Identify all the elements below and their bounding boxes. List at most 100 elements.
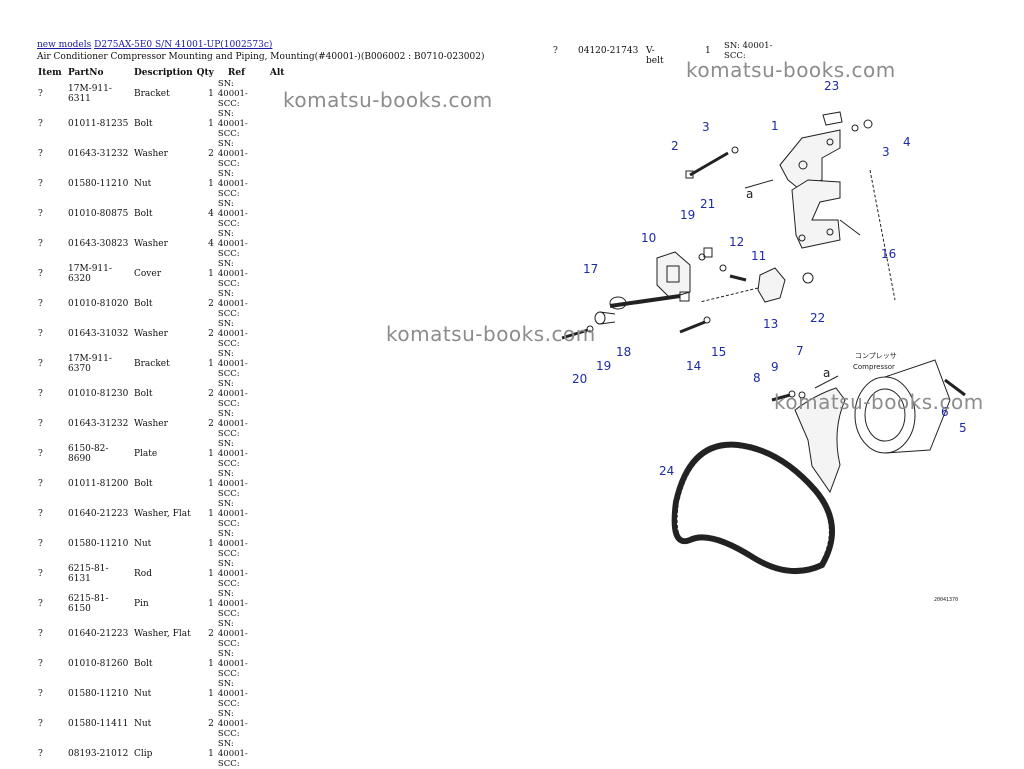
cell-alt (268, 559, 292, 589)
watermark-2: komatsu-books.com (686, 58, 896, 82)
compressor-label-en: Compressor (853, 363, 895, 371)
extra-partno: 04120-21743 (578, 46, 639, 56)
header-ref: Ref (227, 67, 245, 78)
cell-description: Washer, Flat (134, 629, 191, 639)
cell-qty: 1 (208, 449, 214, 459)
callout-3b: 3 (882, 145, 890, 159)
callout-18: 18 (616, 345, 631, 359)
watermark-3: komatsu-books.com (386, 322, 596, 346)
callout-11: 11 (751, 249, 766, 263)
callout-21: 21 (700, 197, 715, 211)
cell-description: Bolt (134, 119, 153, 129)
cell-partno: 01640-21223 (68, 629, 129, 639)
breadcrumb-link-model[interactable]: D275AX-5E0 S/N 41001-UP(1002573c) (94, 40, 273, 50)
callout-4: 4 (903, 135, 911, 149)
cell-partno: 01580-11210 (68, 539, 129, 549)
cell-ref: SN: 40001-SCC: (217, 229, 248, 259)
cell-qty: 1 (208, 119, 214, 129)
cell-item: ? (38, 659, 43, 669)
cell-description: Bolt (134, 479, 153, 489)
cell-item: ? (38, 449, 43, 459)
cell-item: ? (38, 389, 43, 399)
callout-7: 7 (796, 344, 804, 358)
cell-description: Nut (134, 539, 152, 549)
cell-ref: SN: 40001-SCC: (217, 499, 248, 529)
cell-alt (268, 229, 292, 259)
cell-description: Plate (134, 449, 158, 459)
cell-ref: SN: 40001-SCC: (217, 739, 248, 769)
cell-description: Washer (134, 329, 168, 339)
cell-partno: 01643-31032 (68, 329, 129, 339)
cell-description: Pin (134, 599, 149, 609)
cell-description: Nut (134, 689, 152, 699)
cell-item: ? (38, 419, 43, 429)
cell-item: ? (38, 119, 43, 129)
cell-description: Bolt (134, 209, 153, 219)
cell-alt (268, 739, 292, 769)
cell-qty: 1 (208, 509, 214, 519)
cell-ref: SN: 40001-SCC: (217, 589, 248, 619)
breadcrumb-link-new-models[interactable]: new models (37, 40, 92, 50)
cell-qty: 1 (208, 359, 214, 369)
cell-alt (268, 199, 292, 229)
cell-partno: 01010-81260 (68, 659, 129, 669)
cell-description: Bolt (134, 659, 153, 669)
table-header-row: Item PartNo Description Qty Ref Alt (36, 66, 292, 79)
cell-description: Washer, Flat (134, 509, 191, 519)
cell-partno: 17M-911-6370 (68, 354, 112, 374)
cell-ref: SN: 40001-SCC: (217, 469, 248, 499)
cell-qty: 1 (208, 539, 214, 549)
cell-alt (268, 409, 292, 439)
callout-12: 12 (729, 235, 744, 249)
cell-ref: SN: 40001-SCC: (217, 349, 248, 379)
cell-partno: 17M-911-6320 (68, 264, 112, 284)
cell-description: Clip (134, 749, 153, 759)
cell-alt (268, 439, 292, 469)
cell-description: Bolt (134, 299, 153, 309)
cell-item: ? (38, 719, 43, 729)
cell-item: ? (38, 749, 43, 759)
cell-alt (268, 109, 292, 139)
cell-item: ? (38, 269, 43, 279)
cell-item: ? (38, 539, 43, 549)
cell-item: ? (38, 479, 43, 489)
cell-qty: 4 (208, 239, 214, 249)
cell-alt (268, 259, 292, 289)
cell-description: Nut (134, 179, 152, 189)
cell-qty: 2 (208, 149, 214, 159)
cell-description: Washer (134, 149, 168, 159)
cell-alt (268, 469, 292, 499)
extra-description: V-belt (646, 46, 664, 66)
watermark-1: komatsu-books.com (283, 88, 493, 112)
cell-partno: 08193-21012 (68, 749, 129, 759)
cell-description: Washer (134, 419, 168, 429)
cell-item: ? (38, 239, 43, 249)
drawing-code: 20041370 (934, 597, 958, 603)
cell-description: Rod (134, 569, 152, 579)
cell-item: ? (38, 329, 43, 339)
cell-ref: SN: 40001-SCC: (217, 169, 248, 199)
cell-ref: SN: 40001-SCC: (217, 79, 248, 109)
cell-alt (268, 679, 292, 709)
cell-alt (268, 289, 292, 319)
cell-alt (268, 709, 292, 739)
extra-ref: SN: 40001-SCC: (724, 41, 773, 61)
cell-partno: 01643-31232 (68, 149, 129, 159)
cell-qty: 1 (208, 569, 214, 579)
callout-15: 15 (711, 345, 726, 359)
header-partno: PartNo (68, 67, 104, 78)
callout-6: 6 (941, 405, 949, 419)
cell-ref: SN: 40001-SCC: (217, 649, 248, 679)
callout-5: 5 (959, 421, 967, 435)
callout-19a: 19 (680, 208, 695, 222)
cell-item: ? (38, 209, 43, 219)
cell-item: ? (38, 179, 43, 189)
cell-item: ? (38, 299, 43, 309)
cell-partno: 01643-30823 (68, 239, 129, 249)
